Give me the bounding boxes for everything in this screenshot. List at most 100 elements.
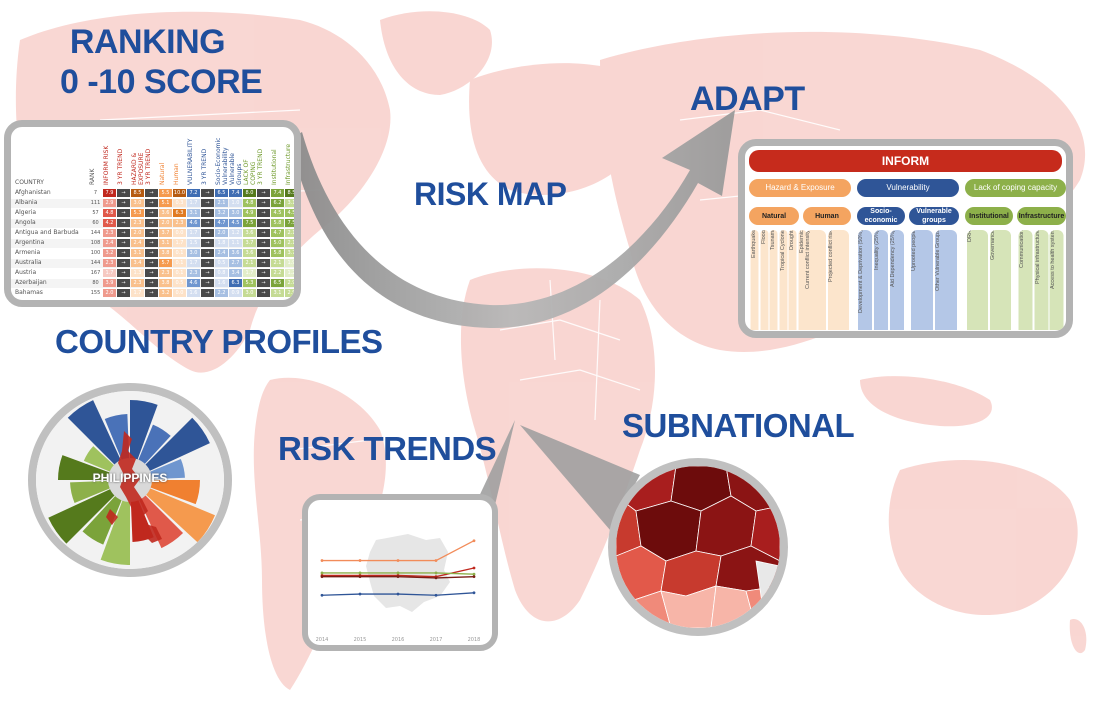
inform-component: Drought: [789, 230, 797, 330]
ranking-score-cell: 7.2: [187, 189, 200, 197]
ranking-rank-cell: 111: [90, 200, 101, 206]
ranking-score-cell: →: [117, 269, 130, 277]
ranking-score-cell: 1.0: [229, 199, 242, 207]
ranking-score-cell: 4.5: [271, 209, 284, 217]
ranking-country-name: Angola: [15, 219, 36, 226]
ranking-score-cell: →: [117, 289, 130, 297]
trend-point: [396, 592, 400, 596]
ranking-country-name: Argentina: [15, 239, 45, 246]
ranking-score-cell: →: [117, 229, 130, 237]
ranking-score-cell: →: [201, 189, 214, 197]
ranking-score-cell: →: [145, 189, 158, 197]
ranking-score-cell: →: [117, 249, 130, 257]
ranking-column-header: Institutional: [271, 149, 278, 185]
rose-segment: [130, 480, 215, 543]
ranking-score-cell: 1.9: [285, 259, 294, 267]
subnational-circle: [608, 458, 788, 636]
inform-dimension: Lack of coping capacity: [965, 179, 1066, 197]
ranking-column-header: Natural: [159, 162, 166, 185]
ranking-score-cell: →: [145, 239, 158, 247]
inform-category: Infrastructure: [1017, 207, 1066, 225]
ranking-score-cell: 0.8: [215, 269, 228, 277]
ranking-country-header: COUNTRY: [15, 179, 44, 186]
ranking-score-cell: 5.0: [271, 239, 284, 247]
ranking-score-cell: 2.3: [103, 259, 116, 267]
ranking-score-cell: →: [257, 239, 270, 247]
ranking-score-cell: 6.3: [229, 279, 242, 287]
new-zealand-shape: [1069, 619, 1087, 654]
ranking-score-cell: 0.1: [173, 249, 186, 257]
trend-point: [434, 571, 438, 575]
ranking-column-header: VULNERABILITY: [187, 138, 194, 185]
ranking-column-header: 3 YR TREND: [117, 148, 124, 185]
trend-x-tick: 2016: [392, 637, 405, 643]
ranking-score-cell: 3.2: [215, 209, 228, 217]
ranking-score-cell: 7.5: [243, 219, 256, 227]
trend-point: [472, 539, 476, 543]
ranking-score-cell: 2.1: [285, 229, 294, 237]
ranking-column-header: Infrastructure: [285, 143, 292, 185]
ranking-score-cell: 5.5: [159, 189, 172, 197]
ranking-score-cell: 3.1: [187, 209, 200, 217]
ranking-score-cell: 1.7: [187, 229, 200, 237]
ranking-score-cell: 2.0: [131, 229, 144, 237]
trend-point: [472, 566, 476, 570]
ranking-score-cell: →: [145, 199, 158, 207]
ranking-score-cell: →: [117, 259, 130, 267]
country-profiles-label: COUNTRY PROFILES: [55, 323, 383, 360]
ranking-score-cell: →: [257, 289, 270, 297]
ranking-score-cell: 1.7: [173, 239, 186, 247]
inform-category: Institutional: [965, 207, 1013, 225]
ranking-score-cell: 1.5: [187, 239, 200, 247]
ranking-score-cell: 3.6: [243, 229, 256, 237]
ranking-score-cell: 3.0: [131, 199, 144, 207]
inform-component: Communication: [1019, 230, 1033, 330]
ranking-rank-cell: 60: [92, 220, 99, 226]
ranking-score-cell: 1.3: [131, 269, 144, 277]
inform-component: Physical infrastructure: [1034, 230, 1048, 330]
risk-map-label: RISK MAP: [414, 176, 567, 212]
ranking-score-cell: 2.0: [103, 289, 116, 297]
ranking-score-cell: 0.1: [173, 259, 186, 267]
ranking-score-cell: 1.6: [215, 279, 228, 287]
ranking-score-cell: 3.1: [159, 239, 172, 247]
ranking-country-name: Antigua and Barbuda: [15, 229, 79, 236]
ranking-rank-cell: 57: [92, 210, 99, 216]
ranking-score-cell: 3.1: [131, 249, 144, 257]
ranking-score-cell: 3.1: [271, 289, 284, 297]
inform-category: Natural: [749, 207, 799, 225]
ranking-score-cell: →: [257, 209, 270, 217]
ranking-score-cell: 3.0: [243, 289, 256, 297]
inform-component: Flood: [760, 230, 768, 330]
ranking-title: RANKING 0 -10 SCORE: [60, 22, 263, 102]
ranking-title-line2: 0 -10 SCORE: [60, 63, 263, 101]
inform-component: Aid Dependency (25%): [890, 230, 904, 330]
ranking-country-name: Afghanistan: [15, 189, 51, 196]
ranking-score-cell: →: [201, 239, 214, 247]
ranking-score-cell: →: [145, 249, 158, 257]
ranking-score-cell: 2.3: [103, 229, 116, 237]
rose-segment: [67, 400, 130, 480]
australia-shape: [888, 460, 1078, 616]
ranking-score-cell: →: [201, 259, 214, 267]
ranking-score-cell: 4.6: [187, 219, 200, 227]
ranking-score-cell: →: [201, 289, 214, 297]
ranking-score-cell: 1.1: [229, 239, 242, 247]
ranking-score-cell: →: [145, 279, 158, 287]
se-asia-shape: [860, 376, 992, 427]
ranking-score-cell: 4.8: [243, 199, 256, 207]
ranking-score-cell: →: [201, 279, 214, 287]
ranking-score-cell: →: [201, 199, 214, 207]
ranking-score-cell: 7.9: [103, 189, 116, 197]
trend-x-tick: 2017: [430, 637, 443, 643]
ranking-score-cell: →: [257, 269, 270, 277]
ranking-score-cell: →: [145, 289, 158, 297]
ranking-column-header: HAZARD & EXPOSURE: [131, 152, 145, 185]
ranking-score-cell: 1.7: [243, 269, 256, 277]
ranking-country-name: Algeria: [15, 209, 37, 216]
